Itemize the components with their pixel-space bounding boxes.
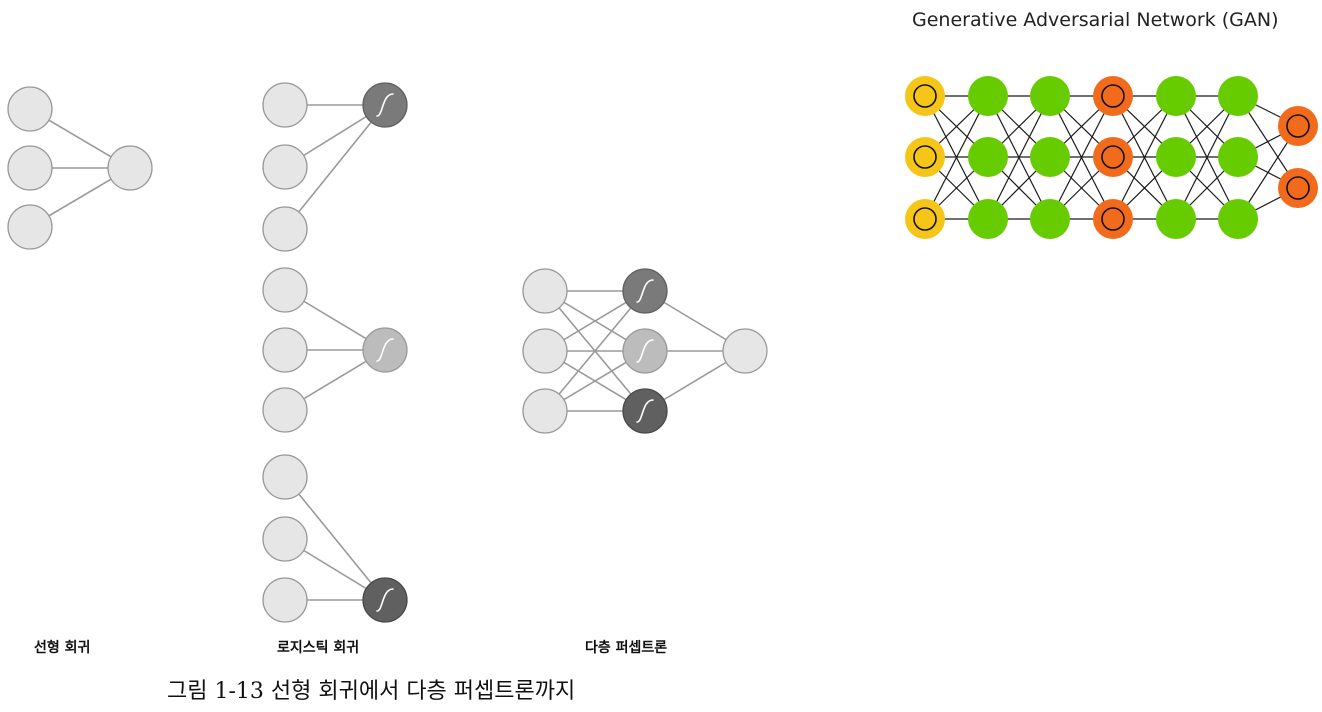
sigmoid-node [622,388,668,434]
logistic-regression-label: 로지스틱 회귀 [277,639,359,656]
input-node [262,82,308,128]
input-node [262,206,308,252]
logistic-regression-diagram [262,82,408,623]
gan-hidden-node [1218,76,1258,116]
gan-hidden-node [1030,137,1070,177]
sigmoid-node [362,577,408,623]
figure-caption: 그림 1-13 선형 회귀에서 다층 퍼셉트론까지 [167,679,575,704]
gan-hidden-node [968,76,1008,116]
gan-input-node [905,137,945,177]
sigmoid-curve-icon [376,93,394,117]
input-node [522,268,568,314]
gan-output-node [1278,168,1318,208]
input-node [522,328,568,374]
mlp-diagram [522,268,768,434]
gan-output-node [1093,137,1133,177]
gan-hidden-node [1156,199,1196,239]
input-node [262,267,308,313]
gan-hidden-node [1156,76,1196,116]
input-node [262,454,308,500]
sigmoid-curve-icon [636,279,654,303]
sigmoid-node [622,268,668,314]
edge [544,290,646,412]
gan-edge [1175,95,1239,220]
output-node [107,145,153,191]
gan-input-node [905,76,945,116]
input-node [262,516,308,562]
gan-hidden-node [1030,199,1070,239]
input-node [262,387,308,433]
sigmoid-curve-icon [376,338,394,362]
input-node [522,388,568,434]
gan-output-node [1093,76,1133,116]
gan-hidden-node [1156,137,1196,177]
gan-hidden-node [1218,137,1258,177]
mlp-label: 다층 퍼셉트론 [585,640,667,656]
gan-edge [1112,95,1177,220]
logistic-unit-2 [262,267,408,433]
gan-hidden-node [968,137,1008,177]
linear-regression-diagram [7,86,153,250]
gan-hidden-node [968,199,1008,239]
gan-edge [987,95,1051,220]
sigmoid-curve-icon [636,399,654,423]
edge [284,104,386,230]
sigmoid-node [622,328,668,374]
gan-edge [1049,95,1114,220]
input-node [7,204,53,250]
input-node [262,327,308,373]
logistic-unit-1 [262,82,408,252]
gan-hidden-node [1218,199,1258,239]
input-node [7,86,53,132]
gan-output-node [1093,199,1133,239]
linear-regression-label: 선형 회귀 [34,639,90,656]
edge [284,476,386,601]
input-node [262,144,308,190]
gan-output-node [1278,106,1318,146]
gan-hidden-node [1030,76,1070,116]
gan-nodes [905,76,1318,239]
output-node [722,328,768,374]
gan-title: Generative Adversarial Network (GAN) [912,9,1279,31]
gan-input-node [905,199,945,239]
input-node [262,577,308,623]
logistic-unit-3 [262,454,408,623]
gan-edge [924,95,989,220]
input-node [7,145,53,191]
sigmoid-curve-icon [636,339,654,363]
sigmoid-node [362,327,408,373]
sigmoid-node [362,82,408,128]
sigmoid-curve-icon [376,588,394,612]
